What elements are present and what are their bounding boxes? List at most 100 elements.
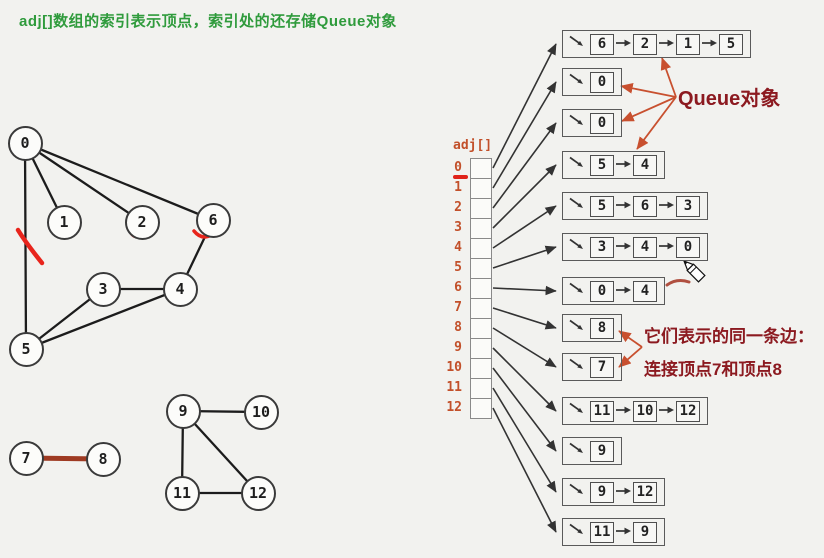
index-label-0: 0 (454, 160, 462, 175)
queue-node: 5 (590, 195, 614, 217)
array-label: adj[] (453, 138, 493, 153)
head-pointer-icon (568, 357, 586, 377)
vertex-5: 5 (8, 331, 44, 367)
queue-node: 5 (590, 154, 614, 176)
adjacency-cell-9 (470, 338, 492, 359)
head-pointer-icon (568, 401, 586, 421)
next-arrow-icon (616, 523, 631, 541)
index-label-5: 5 (454, 260, 462, 275)
vertex-10: 10 (243, 394, 279, 430)
next-arrow-icon (659, 35, 674, 53)
queue-node: 11 (590, 521, 614, 543)
index-label-3: 3 (454, 220, 462, 235)
vertex-8: 8 (85, 441, 121, 477)
head-pointer-icon (568, 318, 586, 338)
same-edge-note-line1: 它们表示的同一条边： (644, 327, 814, 346)
next-arrow-icon (659, 402, 674, 420)
array-to-list-arrow-12 (492, 407, 557, 533)
pen-mark-mark-near-cursor (665, 279, 691, 287)
array-to-list-arrow-6 (492, 285, 557, 296)
index-label-11: 11 (446, 380, 462, 395)
next-arrow-icon (616, 35, 631, 53)
queue-node: 11 (590, 400, 614, 422)
index-label-2: 2 (454, 200, 462, 215)
array-to-list-arrow-9 (492, 347, 557, 412)
head-pointer-icon (568, 237, 586, 257)
queue-node: 6 (633, 195, 657, 217)
queue-list-8: 7 (562, 353, 622, 381)
head-pointer-icon (568, 482, 586, 502)
adjacency-cell-4 (470, 238, 492, 259)
array-to-list-arrow-11 (492, 387, 557, 493)
vertex-4: 4 (162, 271, 198, 307)
queue-node: 9 (633, 521, 657, 543)
queue-node: 7 (590, 356, 614, 378)
index-label-10: 10 (446, 360, 462, 375)
queue-node: 0 (590, 71, 614, 93)
index-label-6: 6 (454, 280, 462, 295)
next-arrow-icon (616, 156, 631, 174)
array-to-list-arrow-1 (492, 81, 557, 189)
queue-annotation-arrow-3 (636, 96, 677, 150)
queue-node: 9 (590, 440, 614, 462)
vertex-2: 2 (124, 204, 160, 240)
next-arrow-icon (616, 402, 631, 420)
vertex-7: 7 (8, 440, 44, 476)
queue-node: 3 (590, 236, 614, 258)
queue-node: 4 (633, 280, 657, 302)
index-label-1: 1 (454, 180, 462, 195)
next-arrow-icon (616, 282, 631, 300)
graph-edges (23, 141, 263, 495)
array-to-list-arrow-5 (492, 245, 557, 269)
queue-annotation-arrow-2 (621, 96, 677, 122)
queue-node: 10 (633, 400, 657, 422)
page-title: adj[]数组的索引表示顶点，索引处的还存储Queue对象 (19, 13, 397, 30)
queue-annotation-arrow-1 (620, 82, 677, 98)
index-label-9: 9 (454, 340, 462, 355)
vertex-11: 11 (164, 475, 200, 511)
array-to-list-arrow-8 (492, 327, 557, 368)
graph-edge-9-12 (181, 409, 260, 495)
next-arrow-icon (659, 238, 674, 256)
head-pointer-icon (568, 281, 586, 301)
head-pointer-icon (568, 441, 586, 461)
adjacency-cell-5 (470, 258, 492, 279)
vertex-9: 9 (165, 393, 201, 429)
array-to-list-arrow-4 (492, 205, 557, 249)
head-pointer-icon (568, 72, 586, 92)
head-pointer-icon (568, 34, 586, 54)
array-to-list-arrow-3 (492, 164, 557, 229)
queue-node: 5 (719, 33, 743, 55)
queue-node: 3 (676, 195, 700, 217)
queue-list-12: 11 9 (562, 518, 665, 546)
graph-edge-0-2 (23, 141, 144, 224)
queue-node: 0 (676, 236, 700, 258)
head-pointer-icon (568, 113, 586, 133)
graph-edge-4-5 (24, 287, 182, 351)
annotation-arrows (618, 57, 677, 368)
index-0-underline-mark (453, 175, 468, 179)
adjacency-cell-0 (470, 158, 492, 179)
next-arrow-icon (702, 35, 717, 53)
vertex-0: 0 (7, 125, 43, 161)
edge-note-arrow-0 (618, 330, 643, 348)
queue-node: 2 (633, 33, 657, 55)
adjacency-cell-3 (470, 218, 492, 239)
index-label-12: 12 (446, 400, 462, 415)
adjacency-cell-7 (470, 298, 492, 319)
index-label-7: 7 (454, 300, 462, 315)
adjacency-cell-12 (470, 398, 492, 419)
adjacency-cell-6 (470, 278, 492, 299)
adjacency-cell-11 (470, 378, 492, 399)
queue-list-10: 9 (562, 437, 622, 465)
queue-list-2: 0 (562, 109, 622, 137)
adjacency-cell-8 (470, 318, 492, 339)
pen-mark-slash-over-edge-0-5 (15, 227, 45, 266)
